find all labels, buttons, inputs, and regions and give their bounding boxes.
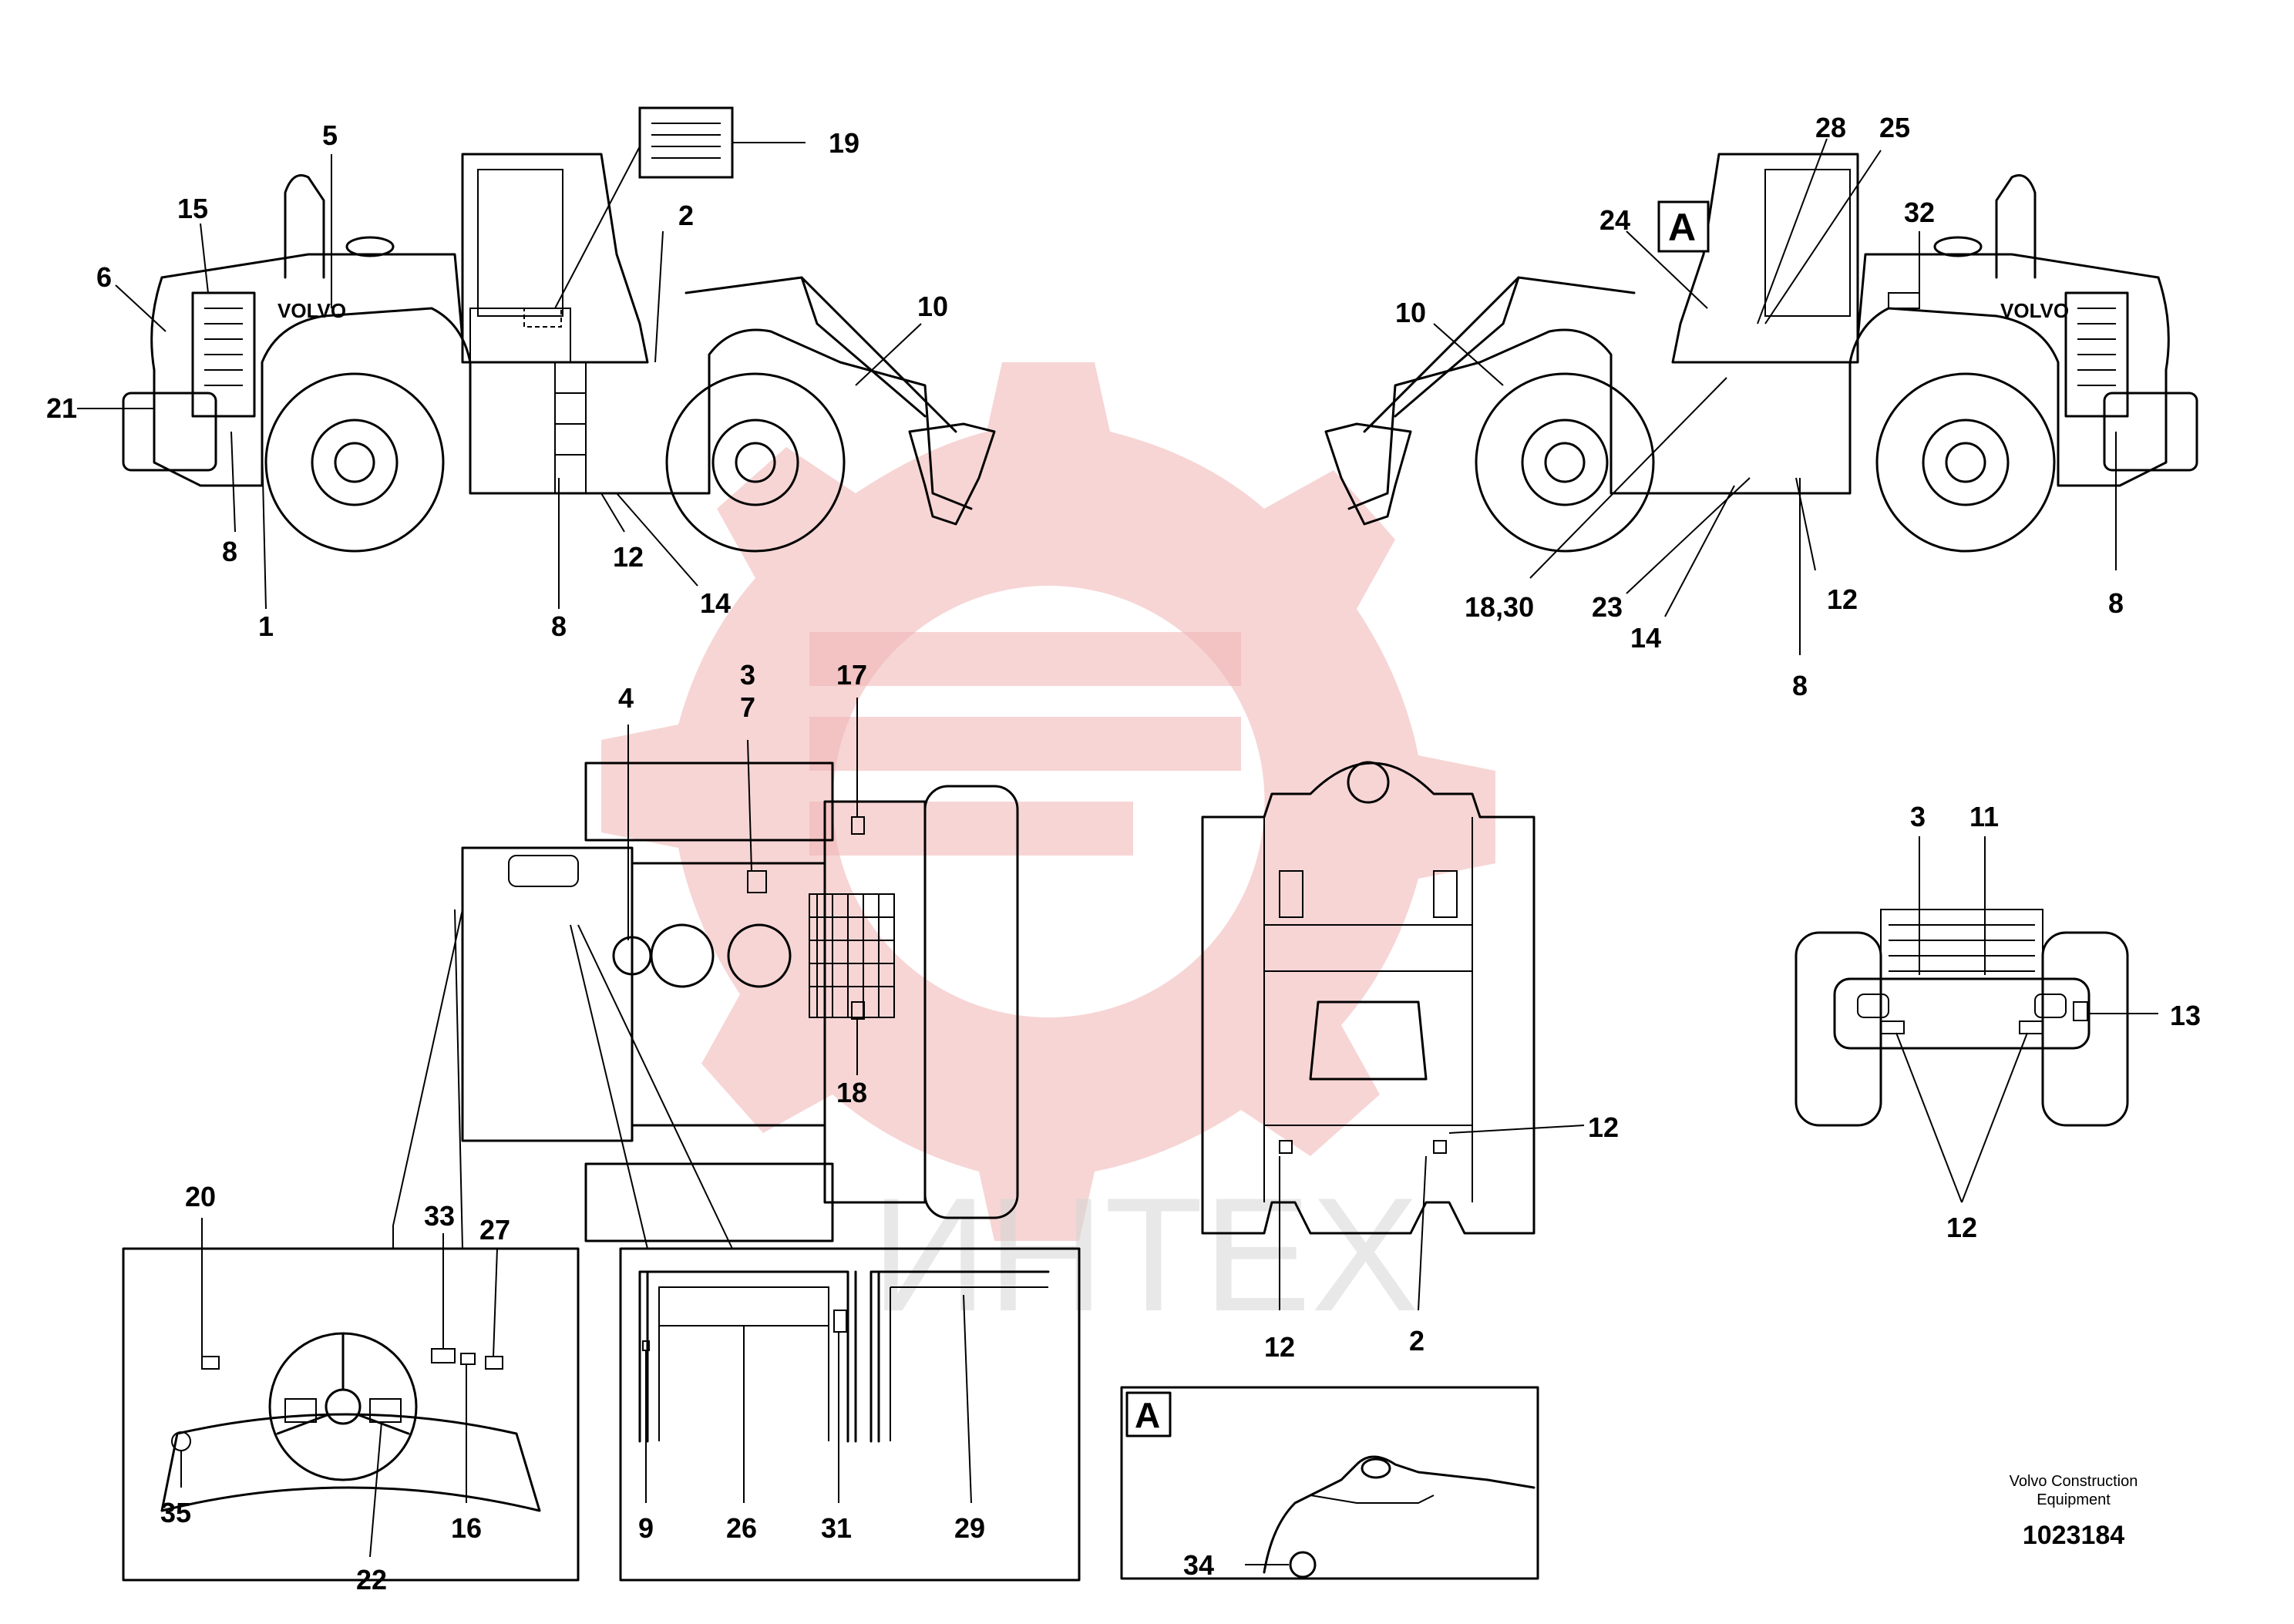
leader-lines-right-view [1433,138,2117,655]
label-25: 25 [1879,112,1910,143]
label-29: 29 [954,1512,985,1544]
leader-lines-top-view [392,698,858,1249]
detail-box-doors [619,1247,1081,1582]
label-12-frame-b: 12 [1264,1331,1295,1363]
loader-top-view [461,762,1019,1242]
label-6: 6 [96,261,112,293]
label-14-left: 14 [700,587,731,619]
callout-labels: 19 5 15 6 21 8 1 2 10 8 12 14 28 25 24 3… [46,112,2201,1595]
leader-lines-frame [1279,1125,1585,1311]
label-7: 7 [740,691,755,723]
watermark-text: ИНТЕХ [871,1164,1419,1345]
label-35: 35 [160,1497,191,1528]
loader-rear-view [1794,909,2129,1127]
label-10-right: 10 [1395,297,1426,328]
label-19: 19 [829,127,859,159]
label-24: 24 [1599,204,1630,236]
detail-box-a-marker: A [1135,1395,1160,1435]
leader-lines-left-view [77,142,922,610]
leader-lines-dashboard [180,1218,498,1558]
brand-text-right: VOLVO [2000,299,2069,322]
footer-company-line2: Equipment [2037,1491,2111,1508]
label-23: 23 [1592,591,1623,623]
footer-figure-number: 1023184 [2023,1521,2124,1550]
label-8-left-b: 8 [551,610,567,642]
label-12-rear: 12 [1946,1212,1977,1243]
label-16: 16 [451,1512,482,1544]
label-31: 31 [821,1512,852,1544]
label-3-rear: 3 [1910,801,1926,832]
leader-lines-doors [645,1294,972,1504]
label-11: 11 [1969,801,1999,832]
label-15: 15 [177,193,208,224]
label-33: 33 [424,1200,455,1232]
label-18: 18 [836,1077,867,1108]
label-1: 1 [258,610,274,642]
label-2-frame: 2 [1409,1325,1424,1357]
label-17: 17 [836,659,867,691]
label-32: 32 [1904,197,1935,228]
label-21: 21 [46,392,77,424]
label-5: 5 [322,119,338,151]
label-22: 22 [356,1564,387,1595]
label-18-30: 18,30 [1465,591,1534,623]
label-9: 9 [638,1512,654,1544]
label-14-right: 14 [1630,622,1661,654]
decal-sign-19 [638,106,734,179]
label-13: 13 [2170,1000,2201,1031]
label-3-top: 3 [740,659,755,691]
label-10-left: 10 [917,291,948,322]
detail-marker-a-text: A [1668,206,1696,249]
label-26: 26 [726,1512,757,1544]
detail-box-a: A [1120,1386,1539,1580]
footer-company-line1: Volvo Construction [2010,1473,2138,1490]
label-27: 27 [479,1214,510,1246]
label-12-frame-a: 12 [1588,1111,1619,1143]
label-12-right: 12 [1827,583,1858,615]
detail-marker-a-box: A [1657,200,1710,253]
brand-text-left: VOLVO [278,299,346,322]
label-20: 20 [185,1181,216,1212]
loader-right-view: VOLVO [1324,153,2198,553]
label-28: 28 [1815,112,1846,143]
label-4: 4 [618,682,634,714]
label-8-left-a: 8 [222,536,237,567]
label-12-left: 12 [613,541,644,573]
label-8-right-a: 8 [1792,670,1808,701]
label-34: 34 [1183,1549,1214,1581]
label-8-right-b: 8 [2108,587,2124,619]
detail-box-dashboard [122,1247,580,1582]
leader-lines-rear-view [1895,836,2158,1203]
footer-block: Volvo Construction Equipment 1023184 [2010,1473,2138,1550]
label-2-left: 2 [678,200,694,231]
loader-left-view: VOLVO [122,153,996,553]
